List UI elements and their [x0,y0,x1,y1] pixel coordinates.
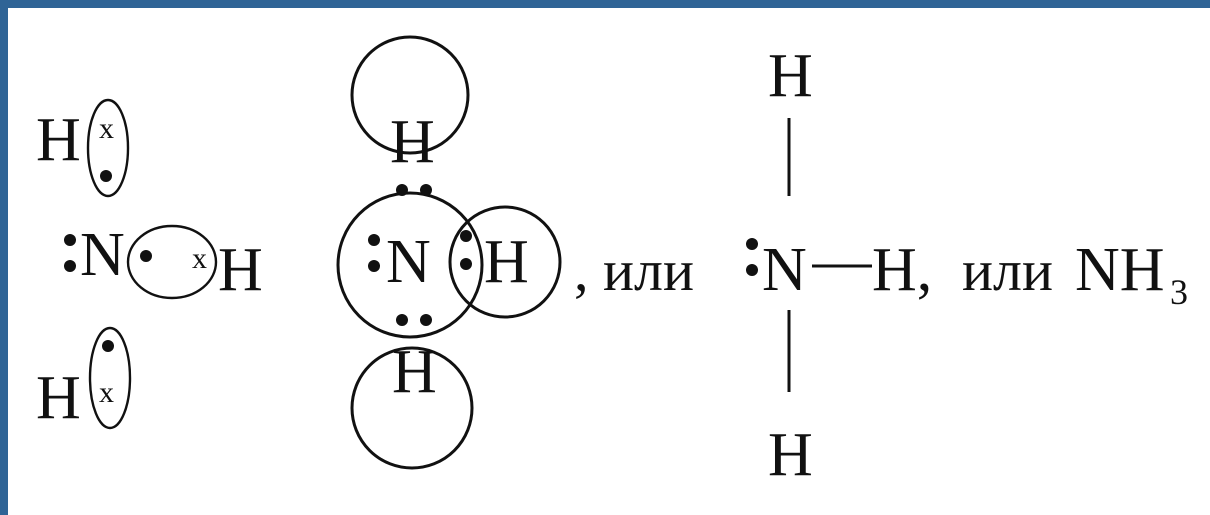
structural-h-top: H [768,42,813,110]
lewis-h-top: H [36,106,81,174]
lewis-n-lone-pair-dot-1 [64,234,76,246]
lewis-h-bottom-electron-dot [102,340,114,352]
lewis-h-bottom-pair-circle [88,326,132,430]
orbital-n-lone-pair-dot-2 [368,260,380,272]
orbital-n: N [386,228,431,296]
orbital-overlap-diagram: H N H H [336,35,562,470]
orbital-n-h-top-pair-dot-1 [396,184,408,196]
orbital-n-h-right-pair-dot-2 [460,258,472,270]
lewis-n-h-pair-ellipse [126,224,218,300]
lewis-n-lone-pair-dot-2 [64,260,76,272]
molecular-formula: NH 3 [1075,236,1188,312]
lewis-dot-structure: H x N x H H x [36,98,263,432]
orbital-h-right-circle [448,205,562,319]
formula-subscript: 3 [1170,272,1188,312]
lewis-h-right-electron-x: x [192,242,207,275]
orbital-h-right: H [484,228,529,296]
lewis-n-h-electron-dot [140,250,152,262]
lewis-n: N [80,221,125,289]
orbital-n-h-top-pair-dot-2 [420,184,432,196]
structural-n: N [762,236,807,304]
lewis-h-bottom: H [36,364,81,432]
orbital-n-h-right-pair-dot-1 [460,230,472,242]
orbital-n-circle [336,191,484,339]
lewis-h-top-electron-x: x [99,112,114,145]
orbital-h-bottom-circle [350,346,474,470]
orbital-h-bottom: H [392,338,437,406]
separator-or-1: , или [574,238,694,303]
orbital-n-h-bottom-pair-dot-1 [396,314,408,326]
structural-n-lone-pair-dot-1 [746,238,758,250]
orbital-h-top: H [390,108,435,176]
lewis-h-top-pair-circle [86,98,130,198]
structural-h-right: H, [872,236,932,304]
separator-or-2: или [962,238,1053,303]
lewis-h-bottom-electron-x: x [99,376,114,409]
structural-n-lone-pair-dot-2 [746,264,758,276]
orbital-n-lone-pair-dot-1 [368,234,380,246]
lewis-h-top-electron-dot [100,170,112,182]
structural-formula: H N H, H [746,42,932,489]
structural-h-bottom: H [768,421,813,489]
diagram-canvas [8,8,1210,515]
lewis-h-right: H [218,236,263,304]
formula-base: NH [1075,236,1165,304]
orbital-n-h-bottom-pair-dot-2 [420,314,432,326]
orbital-h-top-circle [350,35,470,155]
